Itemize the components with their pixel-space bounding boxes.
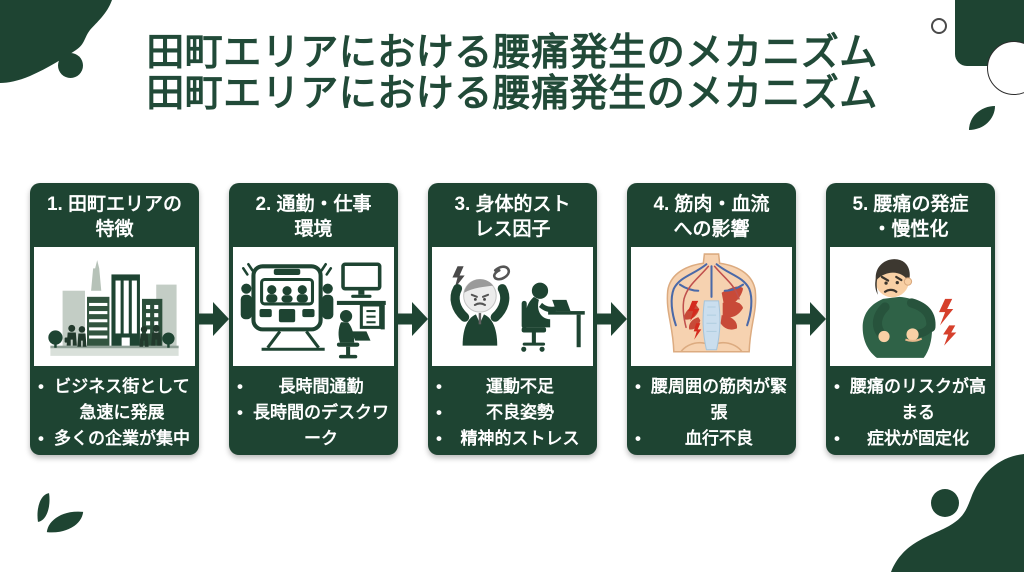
city-buildings-illustration [48, 259, 179, 356]
dot-decoration-bottom-right [931, 489, 959, 517]
step-5-title: 5. 腰痛の発症 ・慢性化 [852, 194, 969, 240]
corner-blob-top-left [0, 0, 112, 83]
step-card-1: 1. 田町エリアの 特徴 [30, 183, 199, 455]
bullet-item: •長時間通勤 [237, 377, 364, 396]
step-3-title: 3. 身体的スト レス因子 [454, 194, 571, 240]
step-card-3: 3. 身体的スト レス因子 [428, 183, 597, 455]
bullet-item: •精神的ストレス [436, 429, 580, 448]
corner-blob-bottom-right [891, 454, 1024, 572]
bullet-item: •長時間のデスクワーク [237, 403, 389, 448]
step-5-bullets: •腰痛のリスクが高まる •症状が固定化 [826, 366, 995, 456]
process-flow: 1. 田町エリアの 特徴 [30, 183, 995, 455]
step-2-title: 2. 通勤・仕事 環境 [255, 194, 372, 240]
bullet-item: •腰周囲の筋肉が緊張 [635, 377, 787, 422]
step-4-title: 4. 筋肉・血流 への影響 [653, 194, 770, 240]
leaf-icon-bottom-left-big [46, 508, 84, 536]
bullet-item: •運動不足 [436, 377, 554, 396]
page-title-line1: 田町エリアにおける腰痛発生のメカニズム [146, 32, 878, 74]
bullet-item: •血行不良 [635, 429, 753, 448]
crowded-train-and-desk-illustration [240, 261, 386, 358]
step-card-4: 4. 筋肉・血流 への影響 [627, 183, 796, 455]
step-3-bullets: •運動不足 •不良姿勢 •精神的ストレス [428, 366, 597, 456]
step-4-bullets: •腰周囲の筋肉が緊張 •血行不良 [627, 366, 796, 456]
circle-decoration-top-right [987, 41, 1024, 95]
bullet-item: •不良姿勢 [436, 403, 554, 422]
stressed-office-worker-illustration [450, 264, 585, 352]
bullet-item: •多くの企業が集中 [38, 429, 190, 448]
leaf-icon-bottom-left-small [34, 493, 53, 522]
dot-decoration-top-left [58, 53, 83, 78]
step-card-5: 5. 腰痛の発症 ・慢性化 [826, 183, 995, 455]
step-1-bullets: •ビジネス街として急速に発展 •多くの企業が集中 [30, 366, 199, 456]
arrow-1 [199, 183, 229, 455]
small-circle-outline-top-right [931, 18, 947, 34]
back-muscles-blood-flow-illustration [666, 252, 757, 353]
arrow-3 [597, 183, 627, 455]
step-2-bullets: •長時間通勤 •長時間のデスクワーク [229, 366, 398, 456]
right-arrow-icon [796, 302, 826, 336]
step-card-2: 2. 通勤・仕事 環境 [229, 183, 398, 455]
bullet-item: •腰痛のリスクが高まる [834, 377, 986, 422]
person-with-back-pain-illustration [862, 258, 957, 358]
page-title-line2: 田町エリアにおける腰痛発生のメカニズム [146, 73, 878, 115]
bullet-item: •ビジネス街として急速に発展 [38, 377, 190, 422]
right-arrow-icon [398, 302, 428, 336]
right-arrow-icon [199, 302, 229, 336]
step-1-title: 1. 田町エリアの 特徴 [46, 194, 183, 240]
arrow-2 [398, 183, 428, 455]
page-title: 田町エリアにおける腰痛発生のメカニズム 田町エリアにおける腰痛発生のメカニズム [0, 33, 1024, 115]
arrow-4 [796, 183, 826, 455]
right-arrow-icon [597, 302, 627, 336]
bullet-item: •症状が固定化 [834, 429, 969, 448]
